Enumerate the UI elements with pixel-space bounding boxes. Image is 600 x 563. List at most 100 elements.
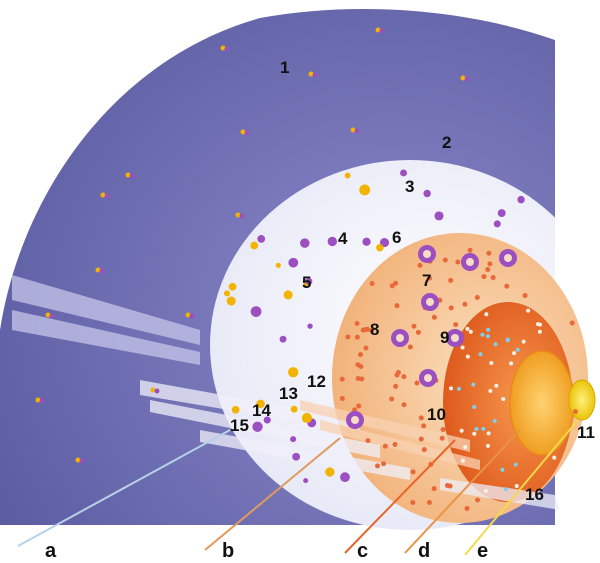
atom-particle (375, 27, 381, 33)
nucleon-particle (426, 500, 432, 506)
nucleon-particle (464, 506, 470, 512)
free-particle (362, 237, 371, 246)
label-1: 1 (280, 58, 289, 77)
nucleon-particle (356, 403, 362, 409)
quark-particle (501, 396, 506, 401)
nucleus (466, 258, 474, 266)
atom-particle (35, 397, 41, 403)
free-particle (256, 399, 265, 409)
label-13: 13 (279, 384, 298, 403)
hot-core (509, 350, 575, 456)
label-4: 4 (338, 229, 348, 248)
label-a: a (45, 540, 57, 562)
nucleon-particle (522, 293, 528, 299)
quark-particle (509, 361, 514, 366)
quark-particle (480, 332, 485, 337)
nucleon-particle (418, 415, 424, 421)
quark-particle (460, 458, 465, 463)
atom-particle (235, 212, 241, 218)
nucleus (426, 298, 434, 306)
nucleon-particle (455, 259, 461, 265)
nucleus (351, 416, 359, 424)
nucleon-particle (339, 395, 345, 401)
label-5: 5 (302, 273, 311, 292)
nucleon-particle (572, 409, 578, 415)
label-3: 3 (405, 177, 414, 196)
nucleon-particle (375, 463, 381, 469)
label-12: 12 (307, 372, 326, 391)
quark-particle (456, 386, 461, 391)
atom-particle (104, 193, 110, 199)
quark-particle (472, 431, 477, 436)
quark-particle (463, 445, 468, 450)
quark-particle (485, 443, 490, 448)
free-particle (231, 405, 240, 414)
label-7: 7 (422, 271, 431, 290)
leader-lines (17, 419, 579, 556)
atom-particle (79, 458, 85, 464)
free-particle (283, 290, 293, 300)
nucleon-particle (410, 500, 416, 506)
atom-particle (220, 45, 226, 51)
free-particle (290, 405, 298, 413)
atom-particle (379, 28, 385, 34)
nucleon-particle (417, 262, 423, 268)
quark-particle (486, 431, 491, 436)
quark-particle (500, 467, 505, 472)
atom-particle (312, 72, 318, 78)
nucleon-particle (345, 334, 351, 340)
free-particle (303, 478, 309, 484)
nucleon-particle (365, 438, 371, 444)
nucleon-particle (411, 323, 417, 329)
nucleon-particle (410, 469, 416, 475)
quark-particle (552, 455, 557, 460)
nucleon-particle (421, 423, 427, 429)
free-particle (290, 436, 297, 443)
nucleon-particle (418, 436, 424, 442)
free-particle (223, 290, 231, 297)
free-particle (226, 296, 236, 306)
nucleon-particle (394, 372, 400, 378)
nucleus (423, 250, 431, 258)
quark-particle (478, 352, 483, 357)
atom-particle (460, 75, 466, 81)
quark-particle (488, 389, 493, 394)
nucleon-particle (354, 334, 360, 340)
nucleon-particle (490, 274, 496, 280)
quark-particle (537, 329, 542, 334)
free-particle (497, 209, 506, 218)
quark-particle (485, 334, 490, 339)
atom-particle (189, 313, 195, 319)
label-d: d (418, 540, 430, 562)
nucleon-particle (569, 320, 575, 326)
nucleon-particle (440, 426, 446, 432)
label-2: 2 (442, 133, 451, 152)
free-particle (493, 220, 501, 228)
nucleon-particle (487, 261, 493, 267)
nucleon-particle (392, 442, 398, 448)
leader-e (464, 419, 579, 556)
nucleon-particle (363, 345, 369, 351)
label-6: 6 (392, 228, 401, 247)
quark-particle (521, 339, 526, 344)
nucleon-particle (381, 461, 387, 467)
nucleon-particle (354, 321, 360, 327)
atom-particle (154, 388, 160, 394)
quark-particle (492, 418, 497, 423)
nucleon-particle (485, 267, 491, 273)
free-particle (423, 189, 431, 198)
free-particle (252, 421, 263, 432)
nucleon-particle (504, 283, 510, 289)
leader-b (204, 437, 341, 551)
atom-particle (49, 313, 55, 319)
nucleon-particle (401, 402, 407, 408)
nucleon-particle (439, 435, 445, 441)
quark-particle (494, 383, 499, 388)
free-particle (344, 172, 351, 179)
free-particle (301, 412, 312, 424)
free-particle (379, 238, 390, 248)
quark-particle (465, 326, 470, 331)
nucleon-particle (339, 376, 345, 382)
label-16: 16 (525, 485, 544, 504)
